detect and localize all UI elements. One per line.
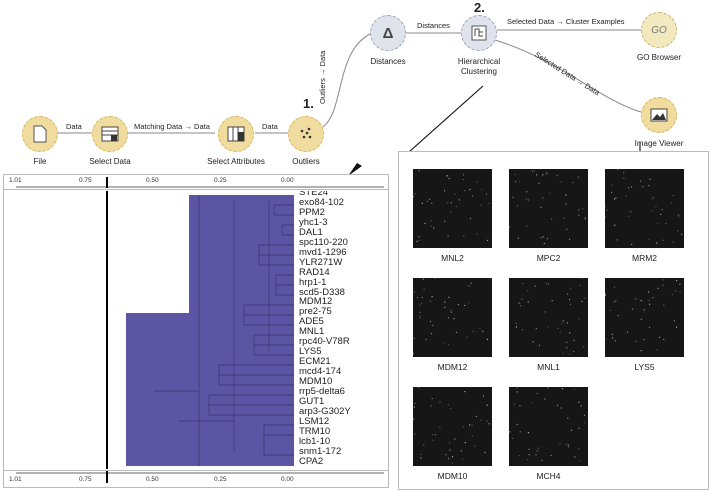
leaf-label[interactable]: RAD14 (299, 266, 330, 278)
bottom-tick-3: 0.50 (146, 476, 159, 483)
distances-label: Distances (370, 57, 406, 66)
select-data-label: Select Data (89, 157, 131, 166)
leaf-label[interactable]: snm1-172 (299, 445, 342, 457)
leaf-label[interactable]: spc110-220 (299, 236, 348, 248)
leaf-label[interactable]: CPA2 (299, 455, 324, 467)
link-label-cluster-examples: Selected Data → Cluster Examples (507, 17, 625, 26)
leaf-label[interactable]: rpc40-V78R (299, 336, 350, 348)
dendrogram-icon (461, 15, 497, 51)
top-tick-2: 0.75 (79, 177, 92, 184)
hierarchical-clustering-widget[interactable] (457, 11, 501, 55)
image-viewer-widget[interactable] (637, 93, 681, 137)
leaf-label[interactable]: pre2-75 (299, 306, 332, 318)
image-thumb[interactable] (509, 169, 588, 248)
leaf-label[interactable]: LYS5 (299, 346, 322, 358)
file-label: File (33, 157, 47, 166)
leaf-label[interactable]: LSM12 (299, 415, 330, 427)
image-label: MNL2 (441, 253, 464, 263)
leaf-label[interactable]: MDM10 (299, 376, 333, 388)
link-label-file-select: Data (66, 122, 82, 131)
link-label-outliers-data: Outliers → Data (318, 50, 327, 104)
file-icon (22, 116, 58, 152)
leaf-label[interactable]: YLR271W (299, 256, 343, 268)
step-1-number: 1. (303, 96, 314, 111)
step-2-number: 2. (474, 0, 485, 15)
select-attributes-widget[interactable] (214, 112, 258, 156)
go-icon: GO (651, 24, 667, 36)
top-tick-1: 1.01 (9, 177, 22, 184)
bottom-tick-2: 0.75 (79, 476, 92, 483)
image-label: MNL1 (537, 362, 560, 372)
leaf-label[interactable]: PPM2 (299, 206, 325, 218)
image-thumb[interactable] (509, 387, 588, 466)
leaf-label[interactable]: DAL1 (299, 226, 323, 238)
image-label: MDM10 (437, 471, 468, 481)
link-label-attr-outliers: Data (262, 122, 278, 131)
image-label: LYS5 (634, 362, 655, 372)
select-data-widget[interactable] (88, 112, 132, 156)
image-thumb[interactable] (412, 169, 492, 248)
image-thumb[interactable] (509, 277, 588, 357)
go-browser-widget[interactable]: GO (637, 8, 681, 52)
leaf-label[interactable]: ECM21 (299, 356, 331, 368)
image-label: MRM2 (631, 253, 658, 263)
dendrogram-panel: 1.01 0.75 0.50 0.25 0.00 1.01 0.75 (3, 174, 389, 488)
bottom-tick-4: 0.25 (214, 476, 227, 483)
image-label: MPC2 (536, 253, 561, 263)
leaf-label[interactable]: rrp5-delta6 (299, 386, 345, 397)
attributes-icon (218, 116, 254, 152)
top-tick-4: 0.25 (214, 177, 227, 184)
table-select-icon (92, 116, 128, 152)
leaf-label[interactable]: GUT1 (299, 395, 325, 407)
leaf-label[interactable]: scd5-D338 (299, 286, 345, 298)
leaf-label[interactable]: arp3-G302Y (299, 405, 351, 417)
leaf-label[interactable]: lcb1-10 (299, 435, 331, 447)
image-label: MDM12 (437, 362, 468, 372)
leaf-label[interactable]: STE24 (299, 191, 329, 198)
bottom-tick-1: 1.01 (9, 476, 22, 483)
leaf-label[interactable]: mcd4-174 (299, 366, 342, 378)
image-thumb[interactable] (604, 278, 684, 357)
dendrogram-tree[interactable] (4, 191, 388, 469)
image-thumb[interactable] (604, 168, 684, 248)
leaf-label[interactable]: yhc1-3 (299, 216, 328, 228)
link-label-matching: Matching Data → Data (134, 122, 210, 131)
leaf-label[interactable]: MDM12 (299, 296, 333, 308)
leaf-label[interactable]: MNL1 (299, 326, 325, 338)
image-label: MCH4 (536, 471, 561, 481)
top-tick-5: 0.00 (281, 177, 294, 184)
leaf-label[interactable]: ADE5 (299, 316, 324, 328)
file-widget[interactable] (18, 112, 62, 156)
top-axis: 1.01 0.75 0.50 0.25 0.00 (4, 175, 388, 190)
image-thumb[interactable] (412, 277, 492, 357)
hierarchical-label-line1: Hierarchical (457, 57, 501, 66)
hierarchical-label-line2: Clustering (460, 67, 497, 76)
outliers-widget[interactable] (284, 112, 328, 156)
scatter-dots-icon (288, 116, 324, 152)
picture-icon (641, 97, 677, 133)
go-browser-label: GO Browser (636, 53, 681, 62)
image-viewer-label: Image Viewer (634, 139, 684, 148)
distances-widget[interactable]: Δ (366, 11, 410, 55)
select-attributes-label: Select Attributes (207, 157, 265, 166)
image-viewer-panel: MNL2 MPC2 MRM2 MDM12 MNL1 LYS5 MDM10 MCH… (398, 151, 709, 490)
leaf-label[interactable]: exo84-102 (299, 196, 344, 208)
leaf-label[interactable]: TRM10 (299, 425, 331, 437)
leaf-label[interactable]: hrp1-1 (299, 276, 327, 288)
bottom-tick-5: 0.00 (281, 476, 294, 483)
link-label-distances: Distances (417, 21, 450, 30)
outliers-label: Outliers (292, 157, 320, 166)
image-thumb[interactable] (413, 386, 492, 466)
leaf-label[interactable]: mvd1-1296 (299, 246, 347, 258)
delta-icon: Δ (382, 24, 394, 42)
top-tick-3: 0.50 (146, 177, 159, 184)
bottom-axis: 1.01 0.75 0.50 0.25 0.00 (4, 470, 388, 488)
arrow-to-dendrogram (348, 163, 362, 176)
